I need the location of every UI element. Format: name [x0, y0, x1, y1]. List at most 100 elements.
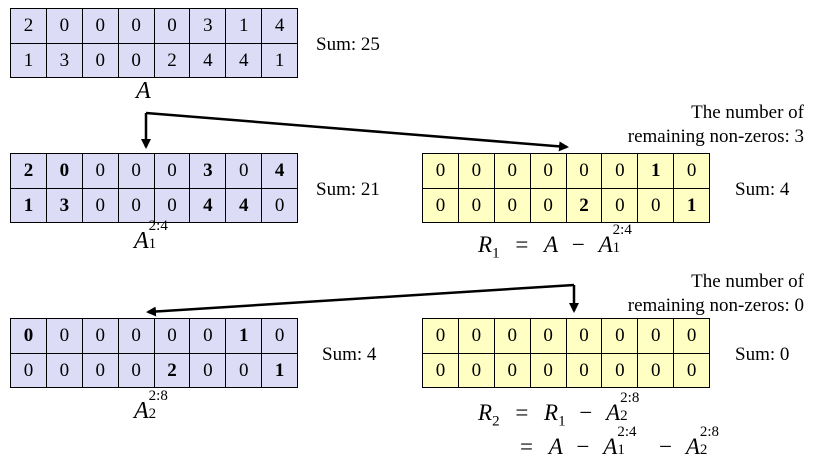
eq-r1-lhs: R: [478, 232, 493, 257]
matrix-cell: 0: [81, 187, 119, 223]
matrix-cell: 0: [673, 153, 710, 189]
matrix-r1-sum: Sum: 4: [735, 179, 790, 200]
matrix-cell: 0: [457, 352, 495, 388]
matrix-cell: 0: [81, 42, 119, 78]
eq-r2b-a2: A: [685, 434, 700, 459]
matrix-a-sum: Sum: 25: [316, 34, 380, 55]
eq-r1-a1-sup: 2:4: [612, 222, 632, 238]
matrix-cell: 0: [81, 318, 119, 354]
eq-r2b-a: A: [548, 434, 563, 459]
eq-r2b-minus2: −: [659, 434, 673, 459]
matrix-cell: 0: [601, 318, 639, 354]
matrix-cell: 0: [117, 318, 155, 354]
matrix-cell: 0: [529, 153, 567, 189]
matrix-cell: 0: [529, 187, 567, 223]
note-line2: remaining non-zeros: 0: [627, 294, 804, 316]
matrix-cell: 0: [457, 153, 495, 189]
matrix-cell: 0: [637, 187, 675, 223]
eq-r2b-a2-sub: 2: [699, 442, 708, 458]
matrix-r1-note: The number of remaining non-zeros: 3: [628, 101, 804, 149]
matrix-cell: 1: [673, 187, 710, 223]
eq-r2b-eq: =: [520, 434, 533, 459]
matrix-cell: 0: [601, 187, 639, 223]
matrix-cell: 0: [422, 352, 459, 388]
matrix-cell: 0: [10, 318, 47, 354]
matrix-cell: 0: [153, 153, 191, 189]
eq-r2-a2-sup: 2:8: [620, 390, 640, 406]
matrix-a2-sum: Sum: 4: [322, 344, 377, 365]
matrix-cell: 1: [261, 42, 298, 78]
eq-r2b-a1-sub: 1: [617, 442, 625, 458]
matrix-cell: 0: [565, 352, 603, 388]
matrix-cell: 1: [10, 42, 47, 78]
matrix-cell: 1: [225, 8, 263, 44]
eq-r1-lhs-sub: 1: [492, 245, 500, 262]
matrix-a1-sum: Sum: 21: [316, 179, 380, 200]
matrix-cell: 3: [189, 8, 227, 44]
matrix-cell: 0: [637, 352, 675, 388]
matrix-cell: 0: [189, 352, 227, 388]
label-sub: 2: [148, 406, 157, 422]
matrix-cell: 3: [45, 187, 83, 223]
matrix-r2-note: The number of remaining non-zeros: 0: [628, 270, 804, 318]
matrix-cell: 0: [529, 318, 567, 354]
eq-r1-eq: =: [515, 232, 529, 257]
matrix-cell: 4: [225, 187, 263, 223]
matrix-cell: 0: [565, 153, 603, 189]
matrix-cell: 0: [10, 352, 47, 388]
matrix-cell: 3: [45, 42, 83, 78]
eq-r2b-a1-sup: 2:4: [617, 424, 637, 440]
matrix-cell: 0: [153, 8, 191, 44]
matrix-cell: 0: [493, 153, 531, 189]
label-sup: 2:4: [148, 218, 168, 234]
matrix-cell: 0: [189, 318, 227, 354]
matrix-cell: 2: [565, 187, 603, 223]
matrix-cell: 0: [601, 352, 639, 388]
eq-r2-minus: −: [579, 400, 593, 425]
matrix-cell: 0: [117, 42, 155, 78]
matrix-cell: 4: [261, 8, 298, 44]
matrix-cell: 0: [45, 153, 83, 189]
matrix-r2-sum: Sum: 0: [735, 344, 790, 365]
matrix-cell: 0: [225, 352, 263, 388]
eq-r1-a1-sub: 1: [612, 240, 621, 256]
matrix-cell: 3: [189, 153, 227, 189]
matrix-a-label: A: [136, 78, 151, 104]
eq-r2b-minus1: −: [576, 434, 590, 459]
matrix-cell: 0: [493, 352, 531, 388]
matrix-cell: 0: [117, 8, 155, 44]
matrix-cell: 0: [45, 8, 83, 44]
matrix-cell: 0: [117, 187, 155, 223]
matrix-cell: 0: [261, 187, 298, 223]
matrix-cell: 0: [673, 318, 710, 354]
eq-r1-a: A: [544, 232, 559, 257]
eq-r2-r1-sub: 1: [558, 413, 566, 430]
label-sub: 1: [148, 236, 157, 252]
matrix-cell: 0: [601, 153, 639, 189]
matrix-cell: 4: [261, 153, 298, 189]
matrix-cell: 2: [10, 8, 47, 44]
matrix-cell: 0: [493, 187, 531, 223]
eq-r1-minus: −: [571, 232, 585, 257]
matrix-cell: 0: [117, 352, 155, 388]
note-line1: The number of: [691, 102, 804, 123]
arrow-r1-to-a2: [146, 283, 575, 317]
eq-r2-a2: A: [606, 400, 621, 425]
matrix-cell: 1: [10, 187, 47, 223]
